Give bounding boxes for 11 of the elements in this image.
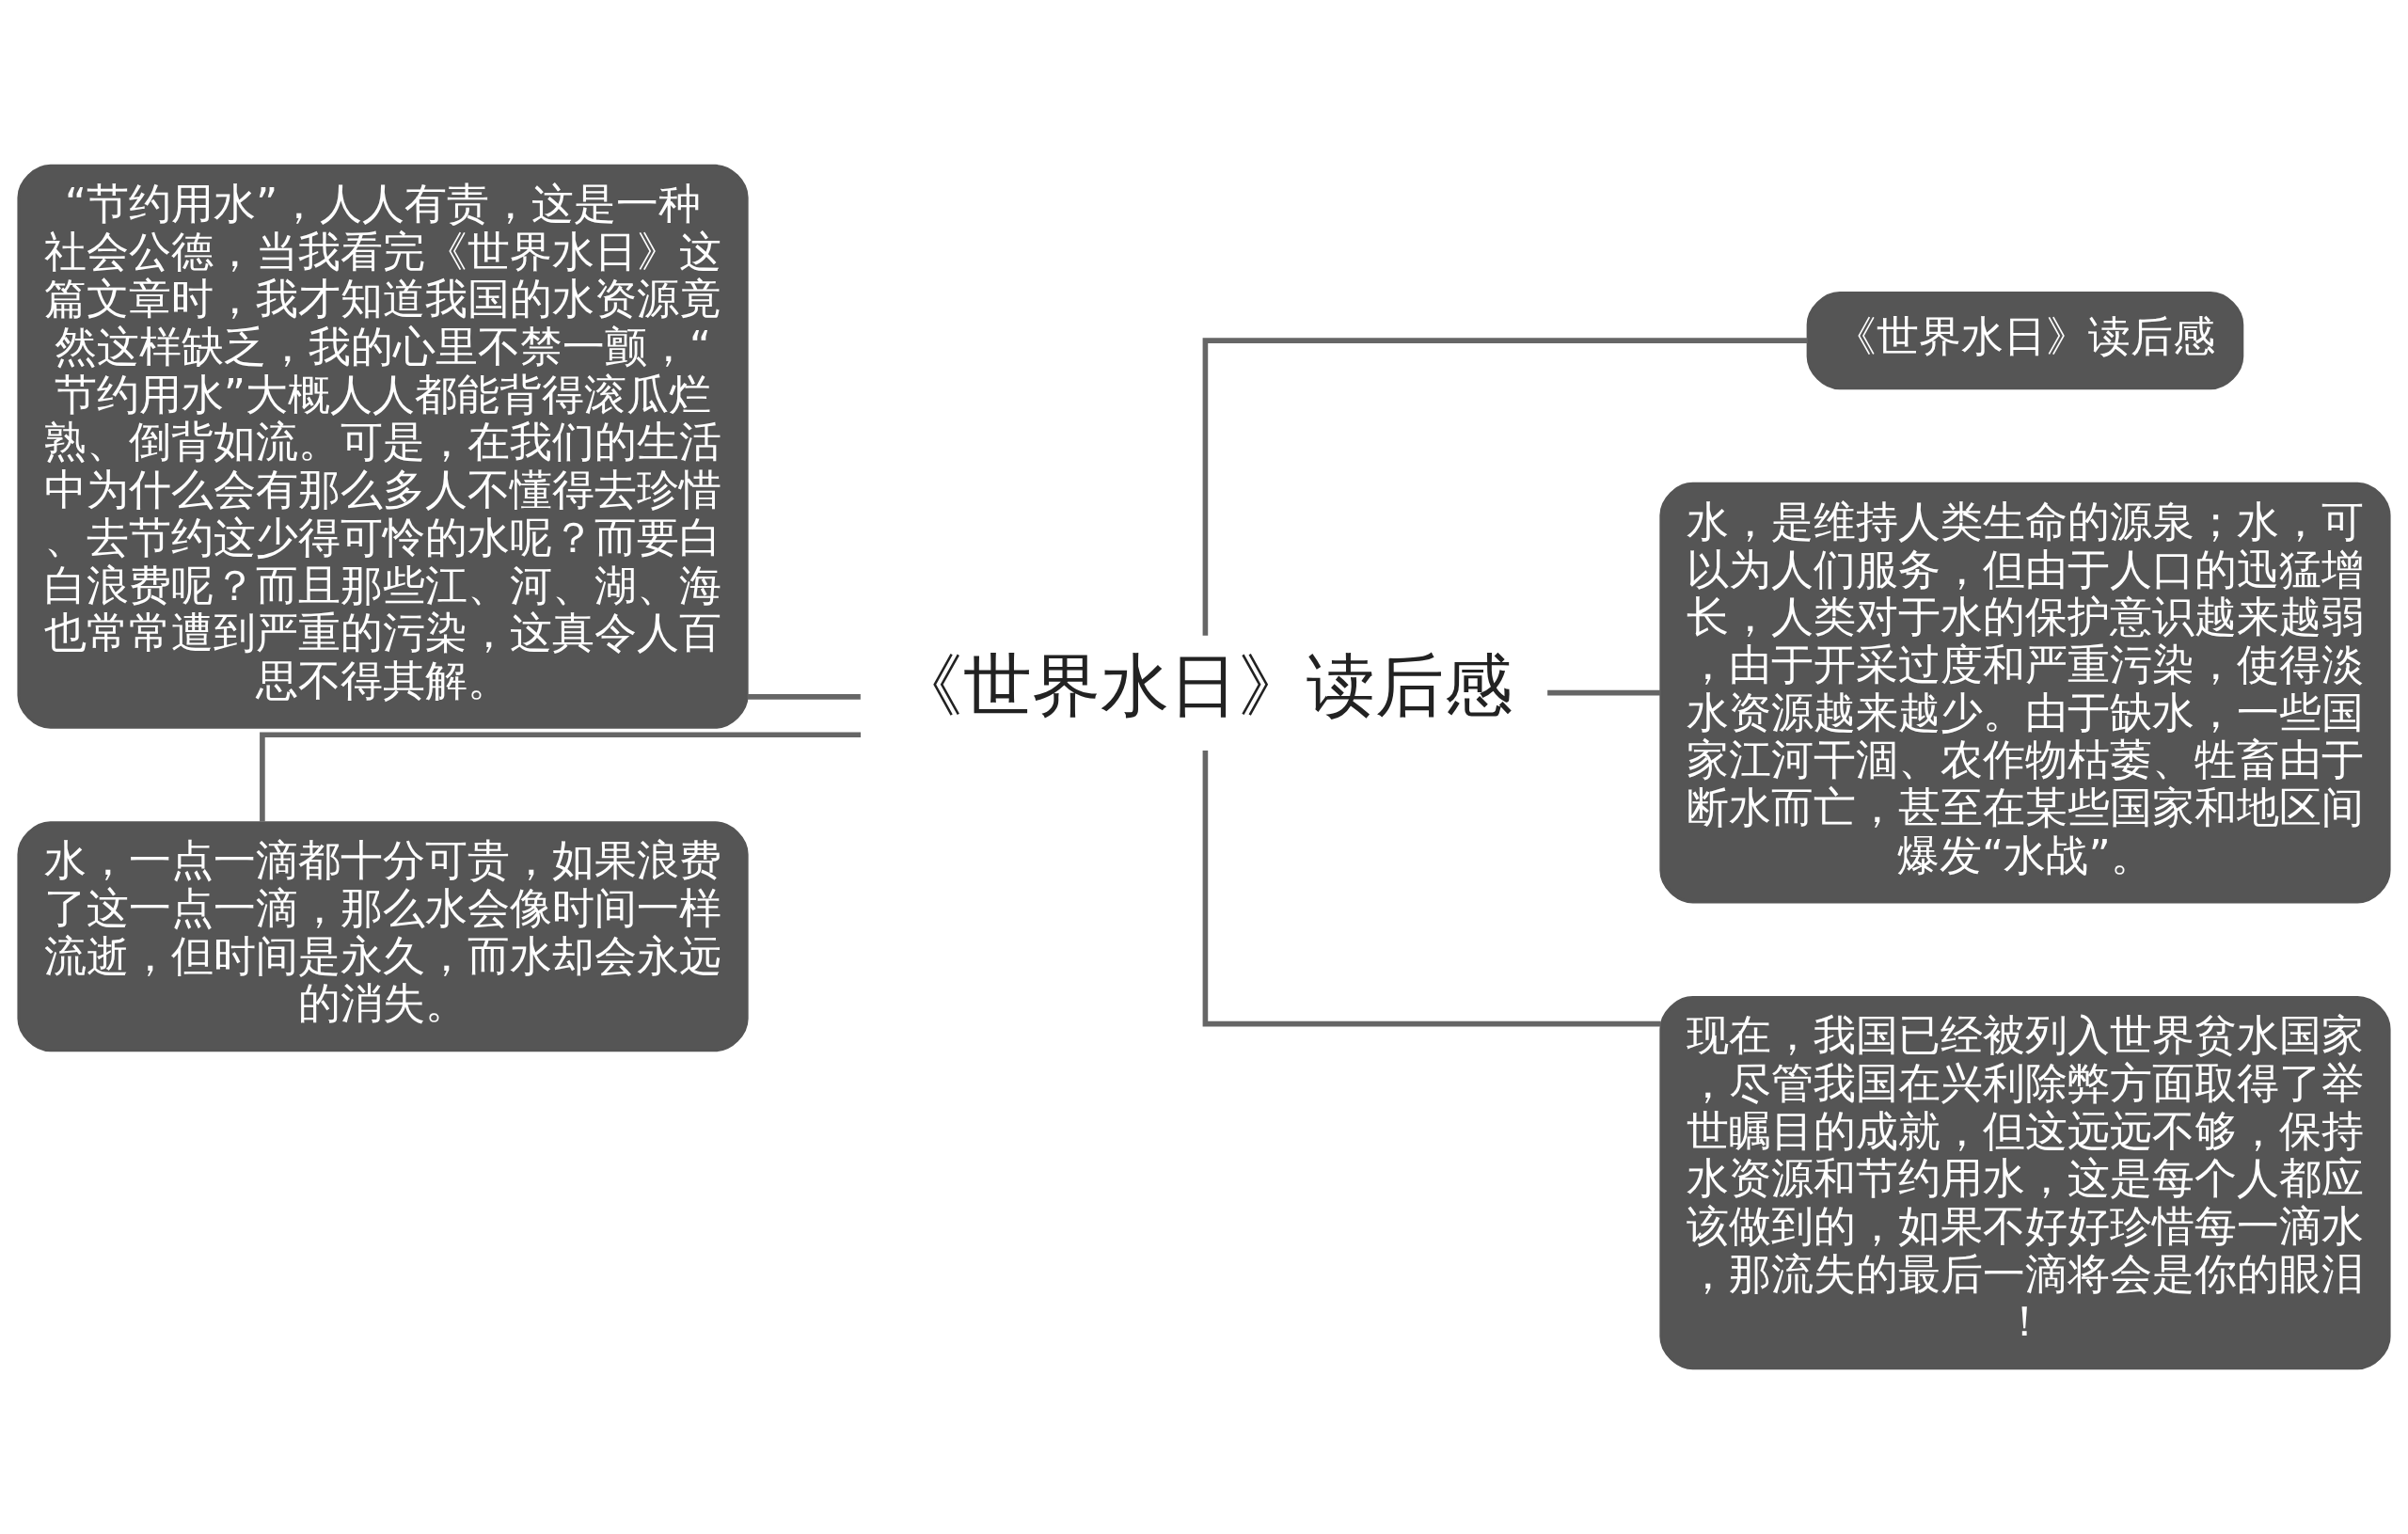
connector [1547,689,1661,696]
node-text: 《世界水日》读后感 [895,645,1513,726]
node-box: 水，一点一滴都十分可贵，如果浪费了这一点一滴，那么水会像时间一样流逝，但时间是永久，而水却会永远的消失。 [17,821,749,1052]
connector [260,732,862,822]
node-box: 现在，我国已经被列入世界贫水国家，尽管我国在兴利除弊方面取得了举世瞩目的成就，但这远远不够，保持水资源和节约用水，这是每个人都应该做到的，如果不好好珍惜每一滴水，那流失的最后一滴将会是你的眼泪！ [1659,996,2391,1370]
connector [1202,750,1661,1027]
node-box: “节约用水”，人人有责，这是一种社会公德，当我看完《世界水日》这篇文章时，我才知道我国的水资源竟然这样缺乏，我的心里不禁一颤，“节约用水”大概人人都能背得滚瓜烂熟、倒背如流。可是，在我们的生活中为什么会有那么多人不懂得去珍惜、去节约这少得可怜的水呢？而要白白浪费呢？而且那些江、河、湖、海也常常遭到严重的污染，这真令人百思不得其解。 [17,164,749,729]
node-box: 水，是维持人类生命的源泉；水，可以为人们服务，但由于人口的迅猛增长，人类对于水的保护意识越来越弱，由于开采过度和严重污染，使得淡水资源越来越少。由于缺水，一些国家江河干涸、农作物枯萎、牲畜由于断水而亡，甚至在某些国家和地区间爆发“水战”。 [1659,482,2391,904]
connector [1202,338,1808,636]
node-box: 《世界水日》读后感 [1806,292,2244,390]
connector [747,694,861,700]
